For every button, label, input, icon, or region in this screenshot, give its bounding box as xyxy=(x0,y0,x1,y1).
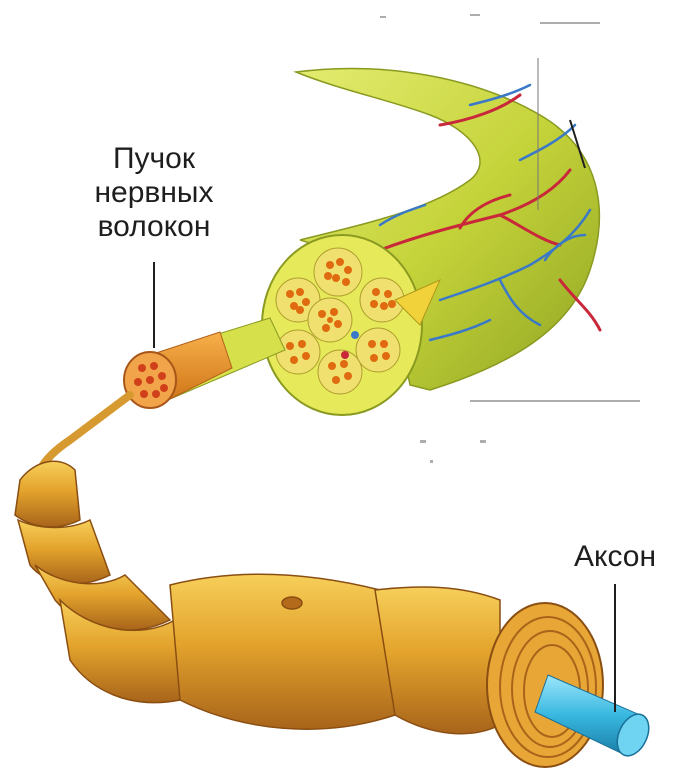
axon-label: Аксон xyxy=(560,540,670,574)
nerve-fiber-bundle xyxy=(124,318,285,408)
bundle-label-line-1: Пучок xyxy=(68,142,240,176)
bundle-label-line-2: нервных xyxy=(68,176,240,210)
myelinated-fiber xyxy=(15,461,500,733)
connecting-fiber xyxy=(40,395,130,470)
nerve-cross-section xyxy=(262,235,422,415)
artery-dot xyxy=(341,351,349,359)
vein-dot xyxy=(351,331,359,339)
bundle-label-line-3: волокон xyxy=(68,210,240,244)
nucleus xyxy=(282,597,302,609)
nerve-fiber-bundle-label: Пучок нервных волокон xyxy=(68,142,240,244)
